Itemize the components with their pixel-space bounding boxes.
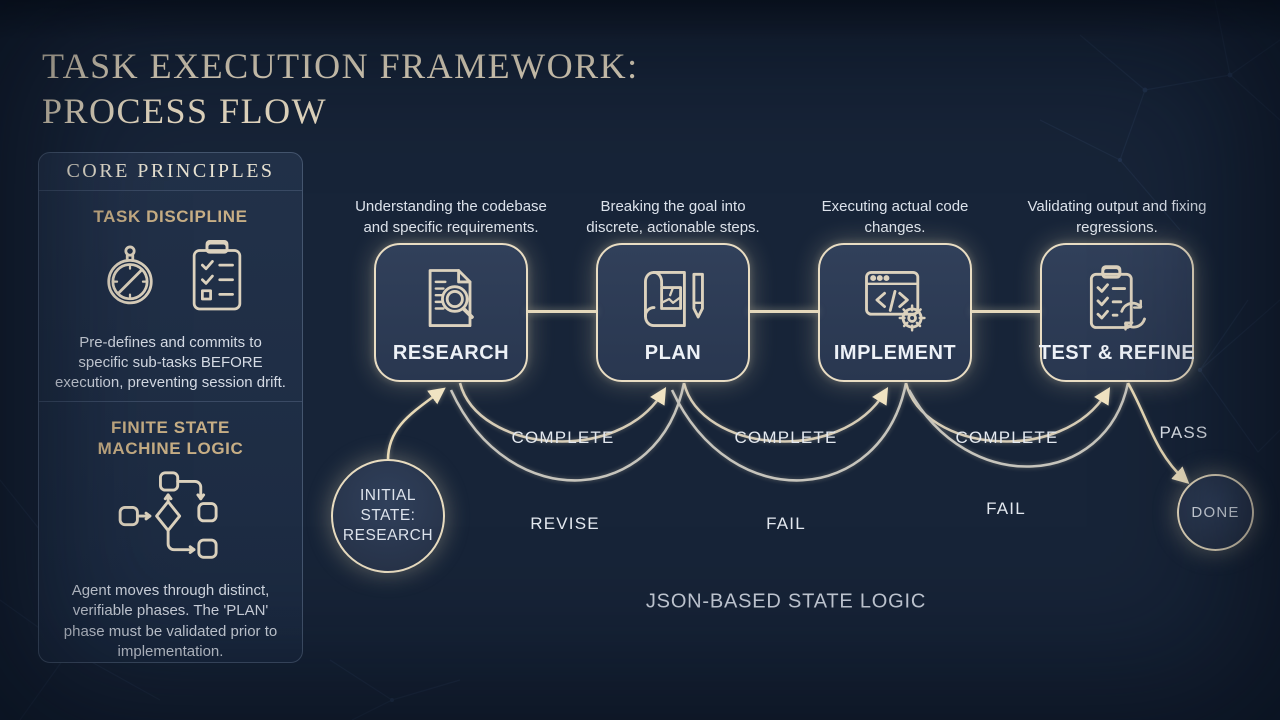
stage-box-plan: PLAN bbox=[596, 243, 750, 382]
stage-description: Executing actual code changes. bbox=[821, 198, 969, 236]
blueprint-pencil-icon bbox=[633, 245, 713, 342]
transition-label-revise: REVISE bbox=[530, 514, 600, 533]
section-finite-state-machine: FINITE STATE MACHINE LOGIC bbox=[39, 402, 302, 663]
done-state-node: DONE bbox=[1177, 474, 1254, 551]
stage-label: PLAN bbox=[644, 342, 702, 364]
stage-description: Breaking the goal into discrete, actiona… bbox=[586, 198, 760, 236]
section-body: Agent moves through distinct, verifiable… bbox=[63, 582, 278, 660]
section-heading: TASK DISCIPLINE bbox=[93, 206, 248, 226]
stage-box-research: RESEARCH bbox=[374, 243, 528, 382]
transition-label-pass: PASS bbox=[1159, 423, 1209, 442]
checklist-clipboard-icon bbox=[185, 237, 249, 322]
initial-state-line3: RESEARCH bbox=[342, 527, 434, 545]
section-body: Pre-defines and commits to specific sub-… bbox=[55, 333, 286, 392]
stage-label: IMPLEMENT bbox=[833, 342, 957, 364]
section-task-discipline: TASK DISCIPLINE bbox=[39, 191, 302, 402]
connector-implement-test bbox=[972, 310, 1040, 313]
transition-label-fail-2: FAIL bbox=[986, 499, 1026, 518]
stage-plan: Breaking the goal into discrete, actiona… bbox=[563, 162, 783, 382]
stage-label: RESEARCH bbox=[392, 342, 510, 364]
section-heading: FINITE STATE MACHINE LOGIC bbox=[97, 417, 244, 458]
compass-icon bbox=[93, 237, 167, 322]
stage-description: Validating output and fixing regressions… bbox=[1027, 198, 1207, 236]
core-principles-panel: CORE PRINCIPLES TASK DISCIPLINE bbox=[38, 152, 303, 663]
connector-plan-implement bbox=[750, 310, 818, 313]
transition-label-fail-1: FAIL bbox=[766, 514, 806, 533]
initial-state-line1: INITIAL bbox=[359, 486, 417, 504]
done-label: DONE bbox=[1191, 504, 1240, 521]
transition-label-complete-2: COMPLETE bbox=[734, 428, 838, 447]
page-title: TASK EXECUTION FRAMEWORK: PROCESS FLOW bbox=[42, 44, 639, 134]
initial-state-line2: STATE: bbox=[360, 506, 416, 524]
code-window-gear-icon bbox=[855, 245, 935, 342]
stage-implement: Executing actual code changes. IMPLEMENT bbox=[785, 162, 1005, 382]
stage-label: TEST & REFINE bbox=[1038, 342, 1196, 364]
connector-research-plan bbox=[528, 310, 596, 313]
stage-box-test-refine: TEST & REFINE bbox=[1038, 243, 1196, 382]
clipboard-refresh-icon bbox=[1078, 245, 1156, 342]
state-machine-flowchart-icon bbox=[118, 469, 224, 570]
state-logic-caption: JSON-BASED STATE LOGIC bbox=[645, 590, 927, 613]
document-magnifier-icon bbox=[413, 245, 489, 342]
stage-research: Understanding the codebase and specific … bbox=[341, 162, 561, 382]
panel-header: CORE PRINCIPLES bbox=[39, 153, 302, 191]
page-title-line2: PROCESS FLOW bbox=[42, 91, 328, 131]
stage-box-implement: IMPLEMENT bbox=[818, 243, 972, 382]
transition-label-complete-3: COMPLETE bbox=[955, 428, 1059, 447]
stage-description: Understanding the codebase and specific … bbox=[355, 198, 547, 236]
page-title-line1: TASK EXECUTION FRAMEWORK: bbox=[42, 46, 639, 86]
initial-state-node: INITIAL STATE: RESEARCH bbox=[331, 459, 445, 573]
transition-label-complete-1: COMPLETE bbox=[511, 428, 615, 447]
stage-test-refine: Validating output and fixing regressions… bbox=[1007, 162, 1227, 382]
